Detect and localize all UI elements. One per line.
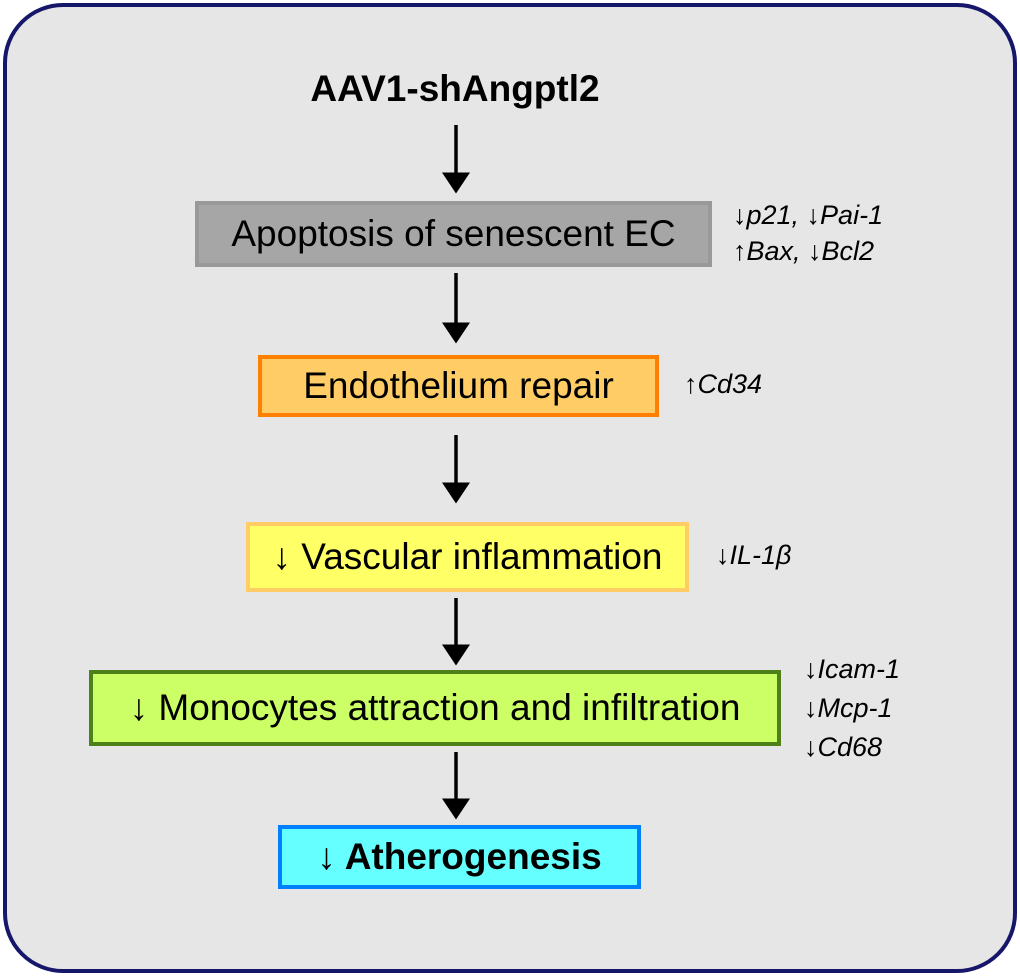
marker-line: ↓Mcp-1: [804, 693, 893, 723]
inflammation-markers: ↓IL-1β: [716, 537, 791, 573]
diagram-frame: [3, 3, 1017, 973]
step-apoptosis-box: Apoptosis of senescent EC: [195, 201, 712, 267]
step-endothelium-repair-box: Endothelium repair: [258, 355, 659, 417]
marker-line: ↓Cd68: [804, 732, 883, 762]
diagram-title: AAV1-shAngptl2: [310, 68, 600, 109]
repair-markers: ↑Cd34: [684, 366, 762, 402]
marker-line: ↑Cd34: [684, 369, 763, 399]
monocytes-markers: ↓Icam-1 ↓Mcp-1 ↓Cd68: [804, 650, 900, 767]
step-vascular-inflammation-box: ↓ Vascular inflammation: [246, 522, 689, 592]
apoptosis-markers: ↓p21, ↓Pai-1 ↑Bax, ↓Bcl2: [733, 197, 883, 269]
step-monocytes-box: ↓ Monocytes attraction and infiltration: [89, 670, 781, 746]
marker-line: ↓p21, ↓Pai-1: [733, 200, 884, 230]
step-atherogenesis-box: ↓ Atherogenesis: [278, 825, 641, 889]
marker-line: ↓IL-1β: [716, 540, 792, 570]
marker-line: ↓Icam-1: [804, 654, 901, 684]
marker-line: ↑Bax, ↓Bcl2: [733, 236, 875, 266]
